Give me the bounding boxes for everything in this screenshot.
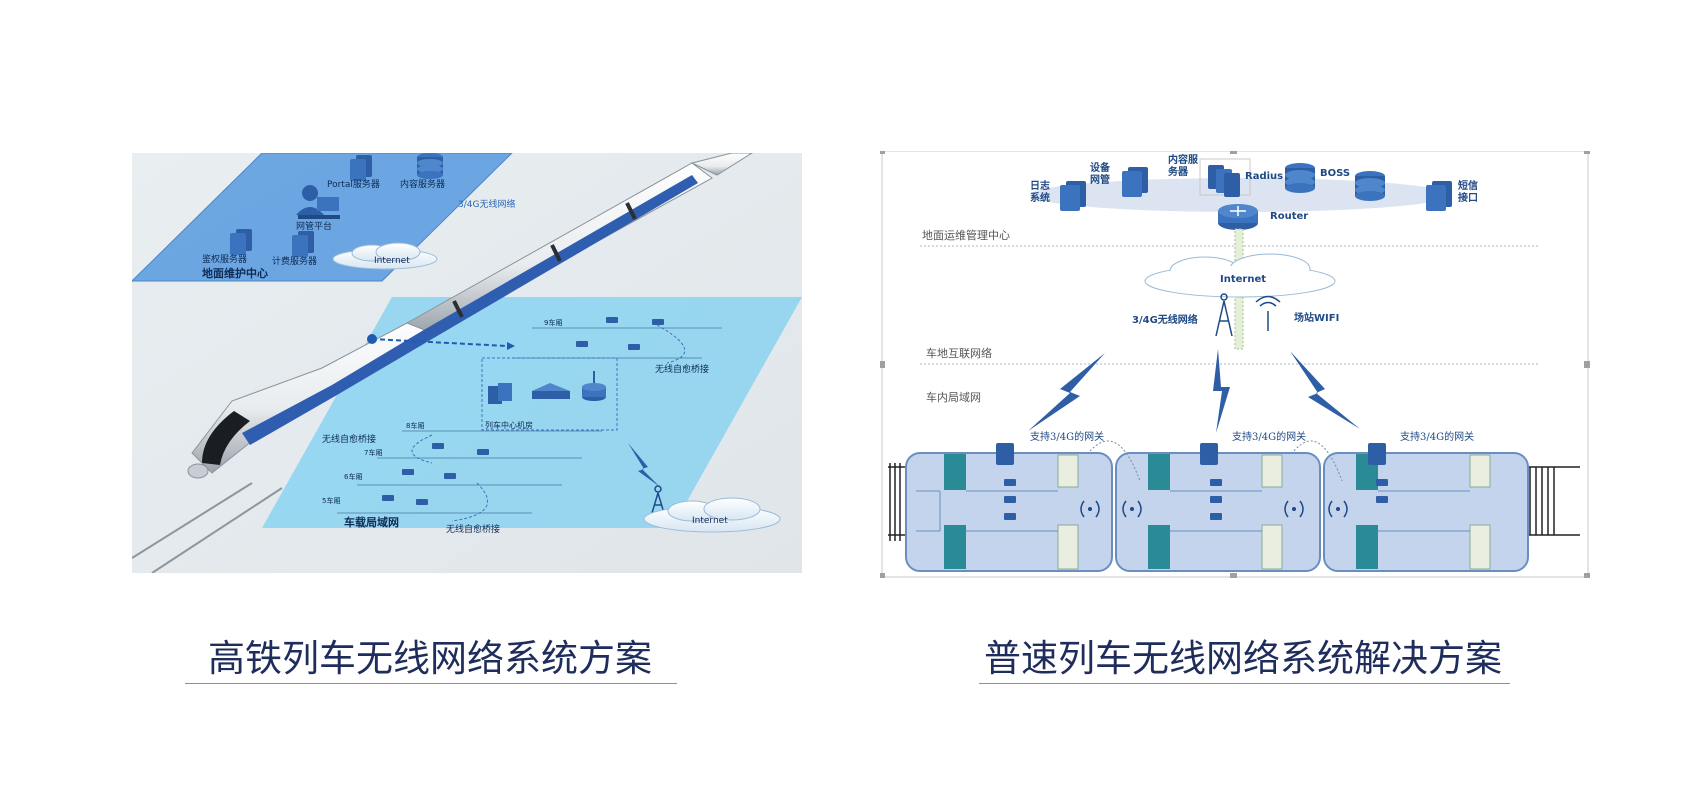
onboard-lan-label: 车载局域网 xyxy=(344,515,399,529)
train-room-label: 列车中心机房 xyxy=(485,420,533,430)
coupler-right xyxy=(1520,466,1580,536)
router-label: Router xyxy=(1270,211,1308,222)
router-icon xyxy=(582,371,606,401)
internet-bottom-label: Internet xyxy=(692,516,728,526)
server-icon xyxy=(488,383,512,404)
selection-handles[interactable] xyxy=(878,147,1591,580)
portal-server-label: Portal服务器 xyxy=(327,178,380,190)
train-car-1 xyxy=(905,452,1113,572)
internet-cloud-top: Internet xyxy=(332,242,438,270)
lightning-icon xyxy=(1028,353,1105,431)
radius-label: Radius xyxy=(1245,171,1283,182)
access-point-icons xyxy=(382,317,664,505)
lightning-icon xyxy=(1290,351,1360,429)
internet-label: Internet xyxy=(1220,274,1266,285)
train-link-dashed xyxy=(371,338,508,347)
boss-label: BOSS xyxy=(1320,168,1350,179)
antenna-tower-icon xyxy=(1215,293,1233,337)
car-gaps xyxy=(452,202,637,318)
self-heal-left-label: 无线自愈桥接 xyxy=(322,433,376,445)
self-heal-right-label: 无线自愈桥接 xyxy=(655,363,709,375)
train-car-3 xyxy=(1323,452,1529,572)
content-server-label: 内容服务器 xyxy=(1168,153,1199,178)
billing-server-label: 计费服务器 xyxy=(272,255,317,267)
conventional-network-diagram: Radius BOSS xyxy=(878,130,1591,580)
onboard-lan-label: 车内局域网 xyxy=(926,390,981,404)
car-9-label: 9车厢 xyxy=(544,318,562,327)
rail-tracks xyxy=(131,482,283,574)
log-system-label: 日志系统 xyxy=(1030,179,1050,204)
car-5-label: 5车厢 xyxy=(322,496,340,505)
gateway-label-2: 支持3/4G的网关 xyxy=(1232,430,1306,443)
database-icon xyxy=(417,153,443,179)
car-7-label: 7车厢 xyxy=(364,448,382,457)
device-nms-label: 设备网管 xyxy=(1090,161,1111,186)
server-icon xyxy=(1426,181,1452,211)
high-speed-train xyxy=(187,152,754,479)
net-3g4g-label: 3/4G无线网络 xyxy=(458,198,515,210)
self-heal-bottom-label: 无线自愈桥接 xyxy=(446,523,500,535)
wifi-antenna-icon xyxy=(1255,295,1281,331)
content-server-icon xyxy=(1199,158,1251,197)
gateway-label-3: 支持3/4G的网关 xyxy=(1400,430,1474,443)
ground-center-label: 地面运维管理中心 xyxy=(922,228,1010,242)
server-icon xyxy=(1060,181,1086,211)
access-point-icons xyxy=(1004,479,1388,520)
wifi-bridge-icons xyxy=(1080,500,1348,518)
server-icon xyxy=(230,229,252,255)
database-icon xyxy=(1285,163,1315,193)
internet-top-label: Internet xyxy=(374,256,410,266)
left-caption-underline xyxy=(185,683,677,684)
sms-interface-label: 短信接口 xyxy=(1458,179,1478,204)
hsr-network-diagram: Portal服务器 内容服务器 网管平台 鉴权服务器 xyxy=(130,152,802,574)
car-6-label: 6车厢 xyxy=(344,472,362,481)
internet-cloud-bottom: Internet xyxy=(643,497,781,533)
left-caption: 高铁列车无线网络系统方案 xyxy=(208,637,652,680)
auth-server-label: 鉴权服务器 xyxy=(202,253,247,265)
train-room-box xyxy=(481,357,618,431)
internet-cloud: Internet xyxy=(1144,253,1336,298)
ground-center-label: 地面维护中心 xyxy=(202,266,268,280)
gateway-label-1: 支持3/4G的网关 xyxy=(1030,430,1104,443)
station-wifi-label: 场站WIFI xyxy=(1294,311,1339,324)
lightning-icon xyxy=(1213,349,1230,433)
net-3g4g-label: 3/4G无线网络 xyxy=(1132,313,1198,326)
server-icon xyxy=(292,231,314,257)
wifi-bridge-dots xyxy=(1088,507,1340,511)
hsr-diagram-canvas: Portal服务器 内容服务器 网管平台 鉴权服务器 xyxy=(130,152,802,574)
server-icon xyxy=(350,155,372,181)
train-ap-dot xyxy=(367,334,377,344)
nms-platform-label: 网管平台 xyxy=(296,220,332,232)
content-server-label: 内容服务器 xyxy=(400,178,445,190)
operator-icon xyxy=(296,185,340,219)
right-caption-underline xyxy=(979,683,1510,684)
switch-icon xyxy=(532,383,570,399)
server-icon xyxy=(1122,167,1148,197)
right-caption: 普速列车无线网络系统解决方案 xyxy=(984,637,1502,680)
car-8-label: 8车厢 xyxy=(406,421,424,430)
train-ground-net-label: 车地互联网络 xyxy=(926,346,992,360)
database-icon xyxy=(1355,171,1385,201)
router-icon xyxy=(1218,204,1258,230)
lightning-icon xyxy=(628,443,660,487)
conventional-diagram-canvas: Radius BOSS xyxy=(878,130,1591,580)
train-car-2 xyxy=(1115,452,1321,572)
gateway-icons xyxy=(996,443,1386,465)
